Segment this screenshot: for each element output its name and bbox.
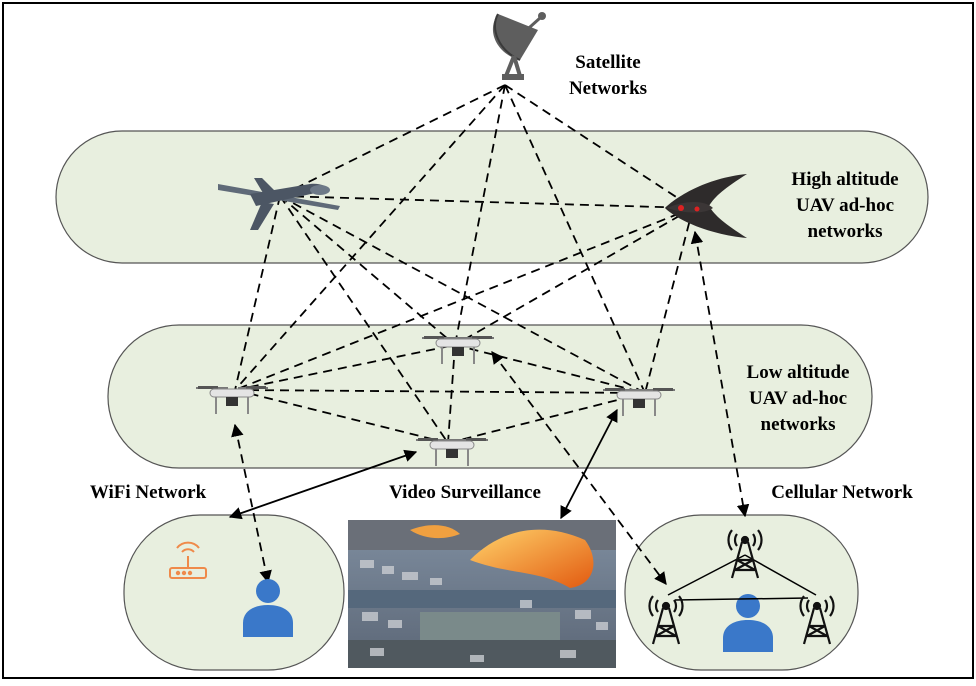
quadcopter-icon (416, 438, 488, 466)
low-altitude-label: Low altitude UAV ad-hoc networks (746, 362, 850, 435)
cell-tower-icon (799, 595, 835, 645)
wifi-router-icon (169, 541, 207, 579)
quadcopter-icon (603, 388, 675, 416)
wifi-network-label: WiFi Network (89, 482, 207, 503)
satellite-dish-icon (492, 12, 546, 80)
dashed-links (234, 84, 694, 444)
wifi-network-box (123, 514, 345, 671)
disaster-area-photo (348, 520, 616, 668)
low-altitude-band (107, 324, 873, 469)
cell-tower-icon (727, 529, 763, 579)
predator-drone-icon (218, 178, 340, 230)
high-altitude-label: High altitude UAV ad-hoc networks (791, 169, 899, 242)
satellite-networks-label: Satellite Networks (568, 52, 648, 99)
quadcopter-icon (422, 336, 494, 364)
cellular-network-label: Cellular Network (771, 482, 913, 503)
quadcopter-icon (196, 386, 268, 414)
video-surveillance-label: Video Surveillance (389, 482, 541, 503)
solid-arrows (228, 408, 618, 520)
user-icon (723, 594, 773, 652)
cellular-links (667, 554, 817, 601)
user-icon (243, 579, 293, 637)
cell-tower-icon (648, 595, 684, 645)
flying-wing-drone-icon (665, 174, 747, 238)
